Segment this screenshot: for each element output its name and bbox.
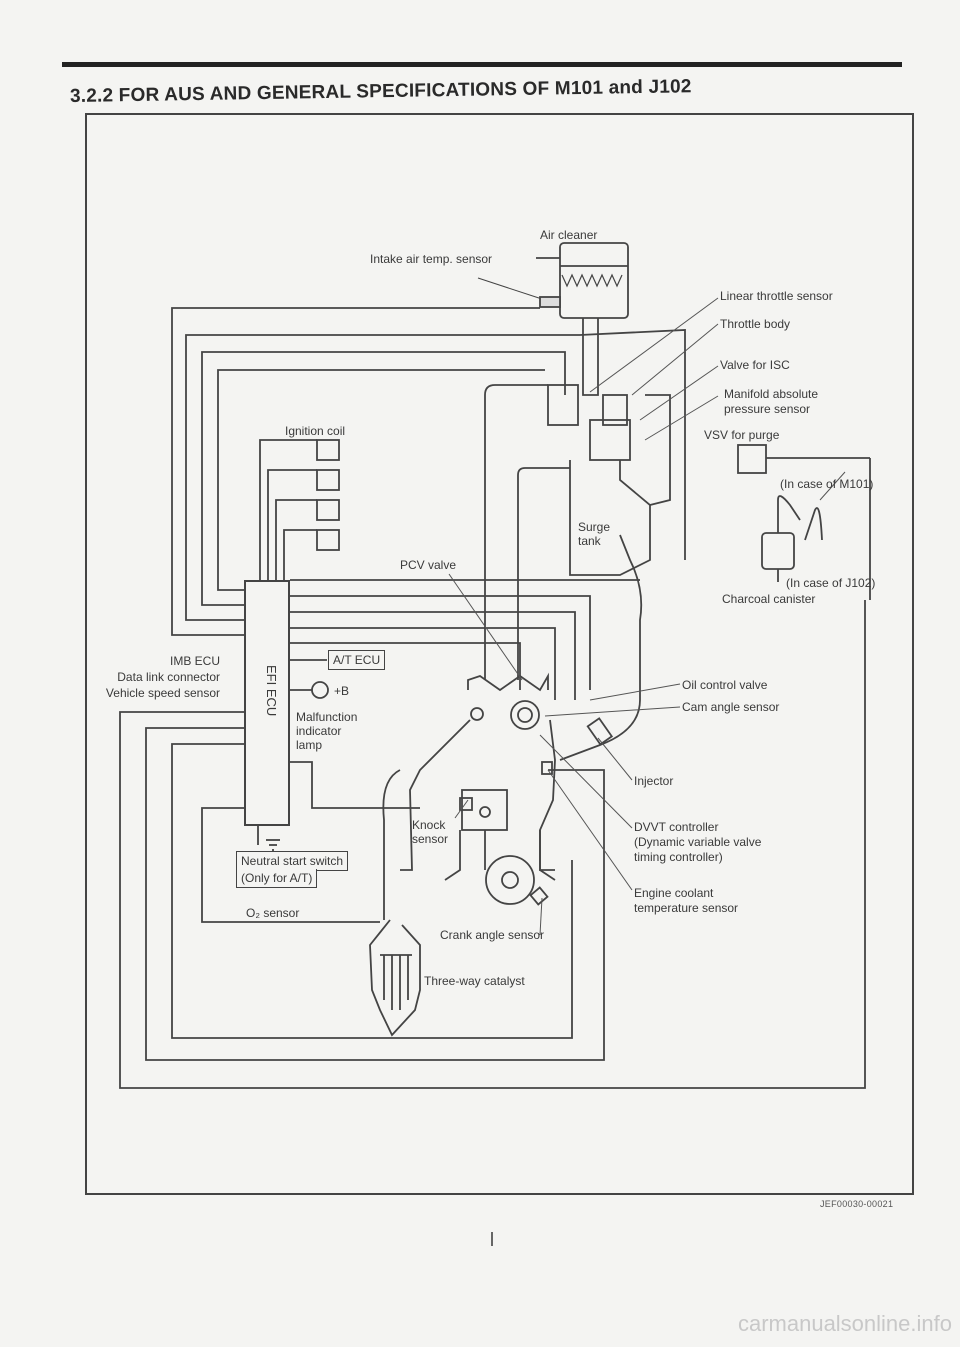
diagram-frame — [85, 113, 914, 1195]
mil-label-3: lamp — [296, 738, 323, 752]
neutral-switch-label-2: (Only for A/T) — [236, 869, 318, 888]
o2-sensor-label: O₂ sensor — [246, 906, 300, 920]
ect-label-1: Engine coolant — [634, 886, 714, 900]
m101-label: (In case of M101) — [780, 477, 874, 491]
wire-loop-2 — [185, 334, 580, 621]
j102-label: (In case of J102) — [786, 576, 876, 590]
surge-tank-label-2: tank — [578, 534, 601, 548]
imb-ecu-label: IMB ECU — [169, 654, 220, 668]
mil-label-1: Malfunction — [296, 710, 358, 724]
injector-label: Injector — [634, 774, 674, 788]
surge-tank — [569, 460, 651, 576]
wire-loop-4 — [217, 369, 545, 591]
crankshaft — [485, 855, 535, 905]
ignition-coil-label: Ignition coil — [285, 424, 346, 438]
vsv-purge-label: VSV for purge — [704, 428, 780, 442]
crank-angle-label: Crank angle sensor — [440, 928, 545, 942]
footer-watermark: carmanualsonline.info — [737, 1311, 952, 1336]
knock-sensor-label-1: Knock — [412, 818, 446, 832]
map-sensor-label-2: pressure sensor — [724, 402, 811, 416]
air-cleaner-box — [559, 242, 629, 319]
vehicle-speed-label: Vehicle speed sensor — [105, 686, 220, 700]
throttle-body — [547, 384, 579, 426]
efi-ecu-box — [244, 580, 290, 826]
charcoal-canister-label: Charcoal canister — [722, 592, 816, 606]
intake-air-temp-label: Intake air temp. sensor — [370, 252, 493, 266]
mil-label-2: indicator — [296, 724, 342, 738]
plus-b-label: +B — [334, 684, 350, 698]
pcv-valve-label: PCV valve — [400, 558, 457, 572]
knock-sensor-label-2: sensor — [412, 832, 449, 846]
cam-angle-label: Cam angle sensor — [682, 700, 780, 714]
cam-sprocket — [510, 700, 540, 730]
efi-ecu-label: EFI ECU — [264, 665, 279, 717]
throttle-region — [579, 329, 686, 560]
surge-tank-label-1: Surge — [578, 520, 611, 534]
neutral-switch-label-1: Neutral start switch — [236, 851, 349, 871]
charcoal-canister — [761, 532, 795, 570]
figure-code: JEF00030-00021 — [820, 1199, 894, 1209]
at-ecu-box: A/T ECU — [328, 650, 386, 670]
wire-loop-3 — [201, 351, 566, 606]
throttle-body-label: Throttle body — [720, 317, 791, 331]
oil-control-label: Oil control valve — [682, 678, 768, 692]
dvvt-label-1: DVVT controller — [634, 820, 719, 834]
valve-isc-label: Valve for ISC — [720, 358, 790, 372]
engine-block — [400, 672, 556, 905]
dvvt-label-3: timing controller) — [634, 850, 723, 864]
ect-label-2: temperature sensor — [634, 901, 739, 915]
data-link-label: Data link connector — [117, 670, 220, 684]
air-cleaner-label: Air cleaner — [540, 228, 598, 242]
catalyst-label: Three-way catalyst — [424, 974, 525, 988]
linear-throttle-label: Linear throttle sensor — [720, 289, 833, 303]
dvvt-label-2: (Dynamic variable valve — [634, 835, 762, 849]
page-mark — [491, 1232, 493, 1246]
map-sensor-label-1: Manifold absolute — [724, 387, 819, 401]
vsv-purge — [737, 444, 767, 474]
wire-loop-1 — [171, 307, 540, 636]
ignition-coils — [259, 439, 340, 580]
top-rule — [62, 62, 902, 67]
